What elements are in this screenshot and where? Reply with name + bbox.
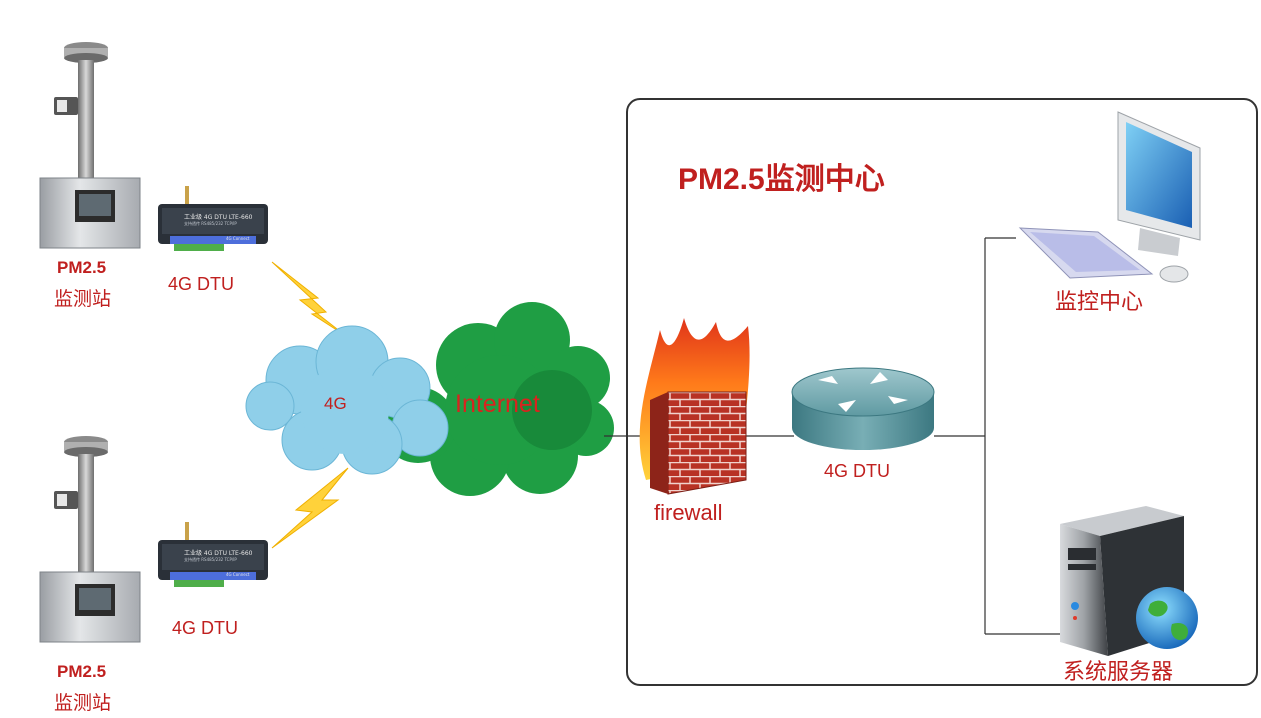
monitor-center-icon <box>1018 111 1201 283</box>
internet-cloud-icon <box>380 302 614 496</box>
dtu-device-2-footer: 4G Connect <box>226 572 250 577</box>
4g-cloud-icon <box>245 325 449 475</box>
station-2-device-label: 4G DTU <box>172 618 239 638</box>
station-1-name: PM2.5 <box>57 258 107 277</box>
dtu-device-2-subtitle: 支持透传 RS485/232 TCP/IP <box>184 557 237 562</box>
internet-label: Internet <box>455 390 540 418</box>
dtu-device-1-icon <box>158 186 268 251</box>
wireless-link-1-icon <box>271 261 347 337</box>
firewall-icon <box>639 318 750 495</box>
station-1-subtitle: 监测站 <box>54 288 112 310</box>
system-server-icon <box>1060 506 1198 656</box>
monitor-center-label: 监控中心 <box>1055 290 1144 315</box>
wireless-link-2-icon <box>271 467 349 549</box>
station-2-subtitle: 监测站 <box>54 692 112 714</box>
station-1-device-label: 4G DTU <box>168 274 235 294</box>
center-title: PM2.5监测中心 <box>678 163 885 196</box>
pm25-station-2-icon <box>39 436 141 643</box>
station-2-name: PM2.5 <box>57 662 107 681</box>
dtu-device-1-footer: 4G Connect <box>226 236 250 241</box>
dtu-device-2-title: 工业级 4G DTU LTE-660 <box>184 550 253 557</box>
server-label: 系统服务器 <box>1063 660 1174 685</box>
monitoring-center-panel <box>626 98 1258 686</box>
dtu-device-1-title: 工业级 4G DTU LTE-660 <box>184 214 253 221</box>
dtu-device-1-subtitle: 支持透传 RS485/232 TCP/IP <box>184 221 237 226</box>
network-links <box>604 237 1060 635</box>
pm25-station-1-icon <box>39 42 141 249</box>
dtu-device-2-icon <box>158 522 268 587</box>
4g-cloud-label: 4G <box>324 394 347 413</box>
firewall-label: firewall <box>654 500 723 525</box>
router-label: 4G DTU <box>824 461 891 481</box>
router-icon <box>791 367 935 450</box>
